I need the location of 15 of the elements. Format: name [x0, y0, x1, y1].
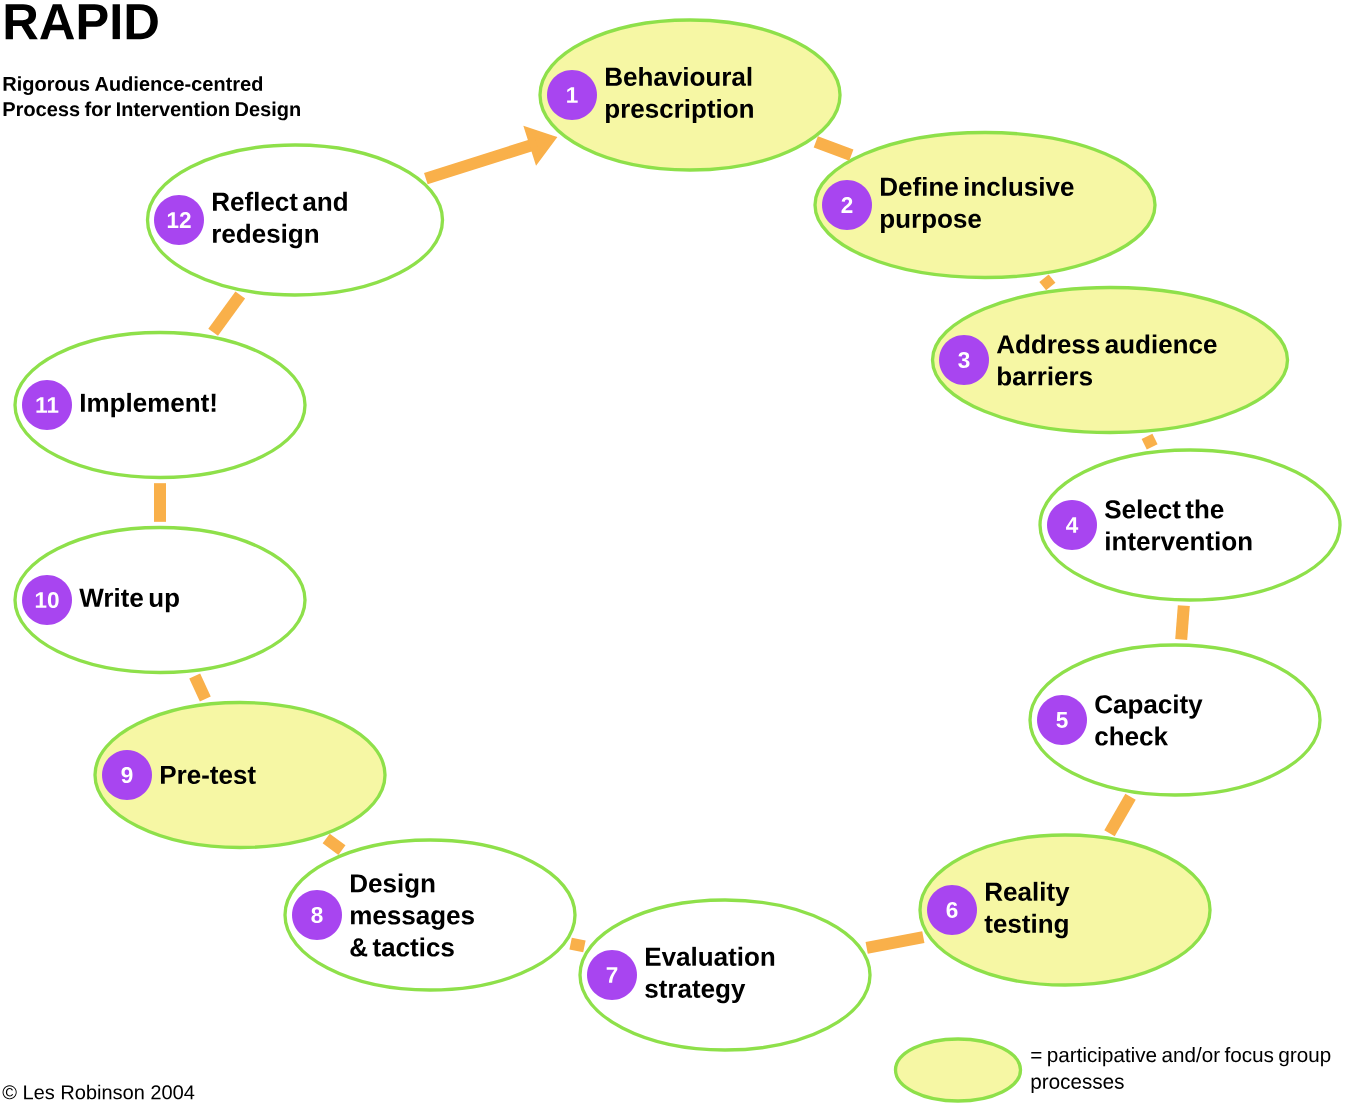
- connector: [322, 833, 346, 855]
- connector: [813, 136, 854, 161]
- connector: [1104, 793, 1136, 837]
- connector: [189, 673, 211, 702]
- connector: [1141, 433, 1158, 450]
- copyright-note: © Les Robinson 2004: [2, 1084, 195, 1100]
- connector: [208, 291, 246, 336]
- connector: [1175, 605, 1190, 640]
- subtitle: Rigorous Audience-centred Process for Intervention Design: [3, 76, 300, 121]
- connector: [154, 483, 166, 522]
- title: RAPID: [5, 4, 158, 40]
- connector: [569, 937, 586, 953]
- legend-text: = participative and/or focus group processes: [1031, 1047, 1331, 1093]
- connector: [865, 931, 925, 954]
- connector: [1039, 274, 1056, 291]
